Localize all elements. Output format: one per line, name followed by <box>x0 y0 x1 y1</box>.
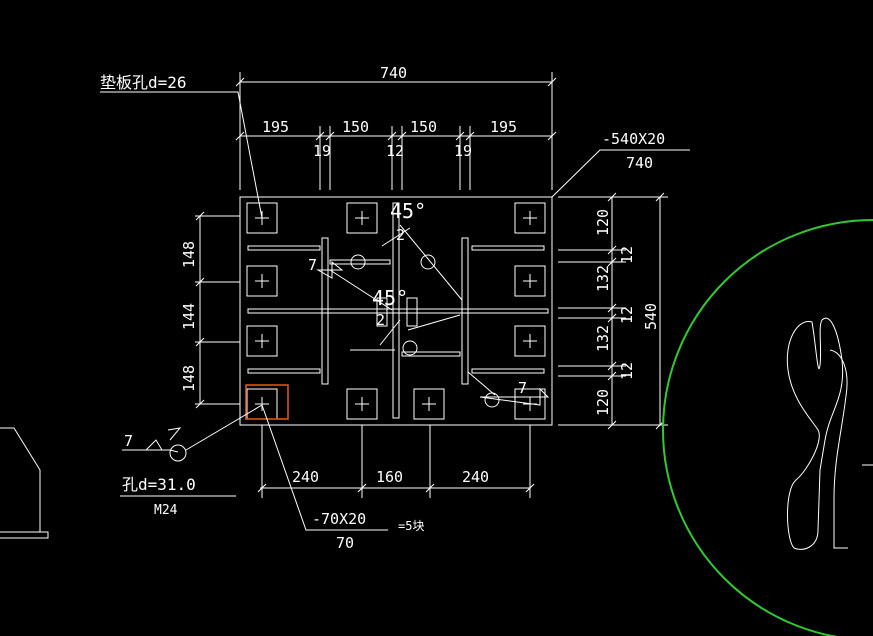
bottom-dimensions <box>257 425 535 498</box>
weld-7-mid: 7 <box>308 256 317 274</box>
plate-spec: -540X20 <box>602 130 665 148</box>
weld-symbols <box>316 227 550 408</box>
weld-7-right: 7 <box>518 379 527 397</box>
dim-bottom-1: 240 <box>292 468 319 486</box>
stiffeners <box>247 202 549 419</box>
svg-text:148: 148 <box>180 241 198 268</box>
svg-text:12: 12 <box>618 362 636 380</box>
washer-spec: -70X20 <box>312 510 366 528</box>
weld-7-left: 7 <box>124 432 133 450</box>
plate-length: 740 <box>626 154 653 172</box>
dim-top-3: 150 <box>410 118 437 136</box>
pad-hole-label: 垫板孔d=26 <box>100 73 187 92</box>
plate-spec-leader <box>551 149 690 198</box>
right-dimensions <box>558 192 668 430</box>
left-partial-shape <box>0 427 49 539</box>
pad-hole-leader <box>100 91 263 219</box>
svg-text:144: 144 <box>180 303 198 330</box>
svg-text:132: 132 <box>594 325 612 352</box>
dim-top-2: 150 <box>342 118 369 136</box>
dim-top-sub-1: 19 <box>313 142 331 160</box>
left-dim-labels: 148 144 148 <box>180 241 198 392</box>
hole-label: 孔d=31.0 <box>122 475 196 494</box>
dim-bottom-3: 240 <box>462 468 489 486</box>
angle-mid: 45° <box>372 286 408 310</box>
glyph-outline <box>786 317 844 550</box>
washer-count: =5块 <box>398 519 424 533</box>
hole-leader <box>120 404 263 497</box>
dim-bottom-2: 160 <box>376 468 403 486</box>
left-dimensions <box>195 211 240 409</box>
dim-top-4: 195 <box>490 118 517 136</box>
top-dimensions <box>235 72 557 190</box>
green-circle <box>662 219 873 636</box>
right-dim-labels: 120 132 132 120 12 12 12 540 <box>594 209 660 416</box>
svg-text:148: 148 <box>180 365 198 392</box>
bolt-label: M24 <box>154 503 178 518</box>
washer-leader <box>261 404 388 531</box>
svg-text:12: 12 <box>618 306 636 324</box>
svg-text:12: 12 <box>618 246 636 264</box>
weld-2-mid: 2 <box>376 311 385 329</box>
dim-top-sub-3: 19 <box>454 142 472 160</box>
dim-top-1: 195 <box>262 118 289 136</box>
highlight-hole <box>245 384 289 420</box>
glyph-outline-right <box>829 349 848 549</box>
weld-2-top: 2 <box>396 226 405 244</box>
svg-text:120: 120 <box>594 389 612 416</box>
base-plate <box>239 196 553 426</box>
washer-length: 70 <box>336 534 354 552</box>
svg-text:132: 132 <box>594 265 612 292</box>
angle-top: 45° <box>390 199 426 223</box>
svg-text:540: 540 <box>642 303 660 330</box>
dim-overall-width: 740 <box>380 64 407 82</box>
svg-text:120: 120 <box>594 209 612 236</box>
dim-top-sub-2: 12 <box>386 142 404 160</box>
